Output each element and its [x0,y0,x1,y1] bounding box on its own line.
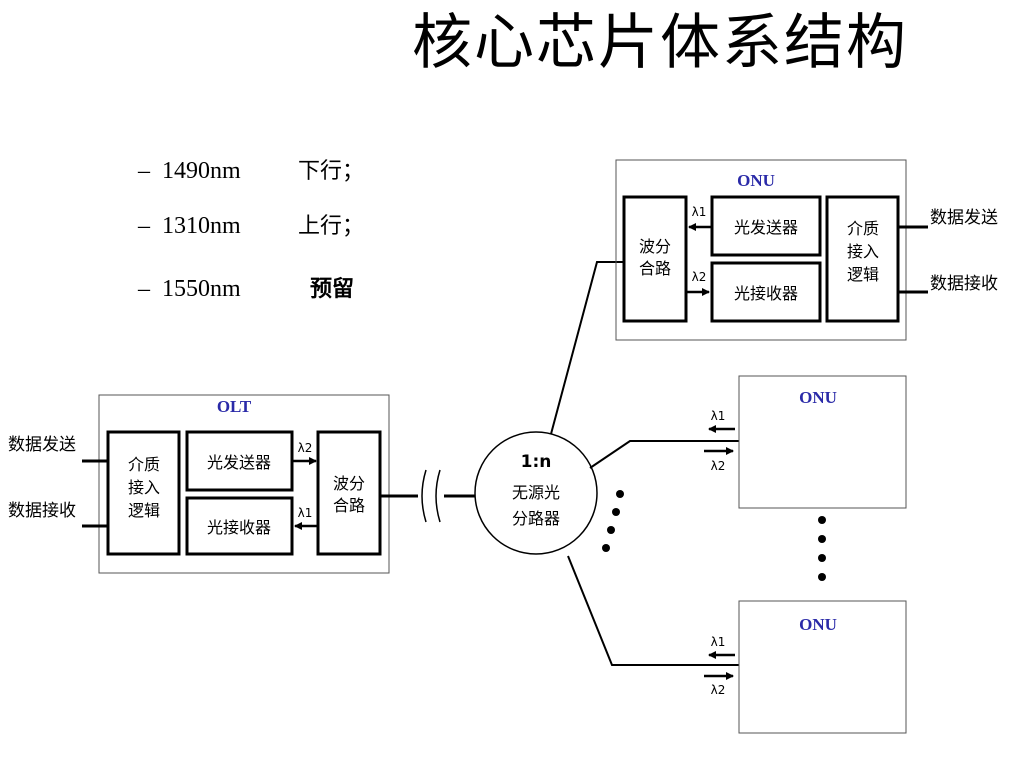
onu-mid-lambda-up: λ1 [711,409,726,423]
olt-media-access-logic [106,430,181,556]
fiber-break-mark [421,469,427,523]
olt-optical-transmitter [185,430,294,492]
ellipsis-dot [612,508,620,516]
bullet-desc: 上行； [298,214,365,239]
onu-optical-receiver [710,261,822,323]
fiber-break-mark [435,469,441,523]
olt-lambda-tx: λ2 [298,441,313,455]
onu-bottom-frame [738,600,907,734]
splitter-ratio: 1:n [521,452,552,472]
olt-media-line3: 逻辑 [128,501,160,520]
ellipsis-dot [616,490,624,498]
olt-frame [98,394,390,574]
olt-title: OLT [217,397,252,416]
splitter-line2: 分路器 [512,509,560,528]
onu-optical-transmitter [710,195,822,257]
page-title: 核心芯片体系结构 [412,8,908,78]
olt-media-line1: 介质 [128,455,160,474]
onu-mid: ONU λ1 λ2 [704,375,907,509]
olt-tx-label: 光发送器 [207,453,271,472]
onu-bottom-lambda-down: λ2 [711,683,726,697]
onu-top-title: ONU [737,171,775,190]
ellipsis-dot [818,516,826,524]
ellipsis-dot [602,544,610,552]
onu-wdm-line2: 合路 [639,259,671,278]
branch-fiber-mid [589,440,739,469]
onu-media-line1: 介质 [847,219,879,238]
olt-media-line2: 接入 [128,478,160,497]
bullet-wavelength: 1490nm [162,158,241,184]
onu-tx-label: 光发送器 [734,218,798,237]
olt-lambda-rx: λ1 [298,506,313,520]
olt-send-label: 数据发送 [8,435,76,455]
bullet-desc: 预留 [310,277,355,302]
onu-media-line2: 接入 [847,242,879,261]
splitter-line1: 无源光 [512,483,560,502]
onu-mid-lambda-down: λ2 [711,459,726,473]
onu-media-access-logic [825,195,900,323]
olt-recv-label: 数据接收 [8,501,76,521]
bullet-dash: – [138,276,150,302]
onu-bottom: ONU λ1 λ2 [704,600,907,734]
onu-bottom-title: ONU [799,615,837,634]
bullet-wavelength: 1550nm [162,276,241,302]
onu-media-line3: 逻辑 [847,265,879,284]
onu-wdm-combiner [622,195,688,323]
ellipsis-dot [818,554,826,562]
onu-bottom-lambda-up: λ1 [711,635,726,649]
olt-optical-receiver [185,496,294,556]
onu-send-label: 数据发送 [930,208,998,228]
onu-top: ONU 波分 合路 光发送器 光接收器 介质 接入 逻辑 λ1 λ2 数据发送 … [615,159,998,341]
olt-rx-label: 光接收器 [207,518,271,537]
onu-mid-frame [738,375,907,509]
branch-fiber-bottom [567,555,739,666]
bullet-dash: – [138,213,150,239]
onu-rx-label: 光接收器 [734,284,798,303]
onu-recv-label: 数据接收 [930,274,998,294]
onu-mid-title: ONU [799,388,837,407]
ellipsis-dot [818,573,826,581]
branch-fiber-top [550,261,624,435]
onu-wdm-line1: 波分 [639,237,671,256]
olt-wdm-combiner [316,430,382,556]
bullet-reserved: –1550nm 预留 [138,271,354,303]
ellipsis-dot [607,526,615,534]
onu-top-frame [615,159,907,341]
bullet-dash: – [138,158,150,184]
bullet-upstream: –1310nm 上行； [138,208,364,240]
olt-wdm-line2: 合路 [333,496,365,515]
bullet-downstream: –1490nm 下行； [138,153,364,185]
splitter-circle [474,431,598,555]
bullet-desc: 下行； [298,159,365,184]
onu-lambda-tx: λ1 [692,205,707,219]
onu-lambda-rx: λ2 [692,270,707,284]
ellipsis-dot [818,535,826,543]
olt-wdm-line1: 波分 [333,474,365,493]
olt-unit: OLT 介质 接入 逻辑 光发送器 光接收器 波分 合路 λ2 λ1 数据发送 … [8,394,390,574]
bullet-wavelength: 1310nm [162,213,241,239]
passive-optical-splitter: 1:n 无源光 分路器 [474,431,598,555]
